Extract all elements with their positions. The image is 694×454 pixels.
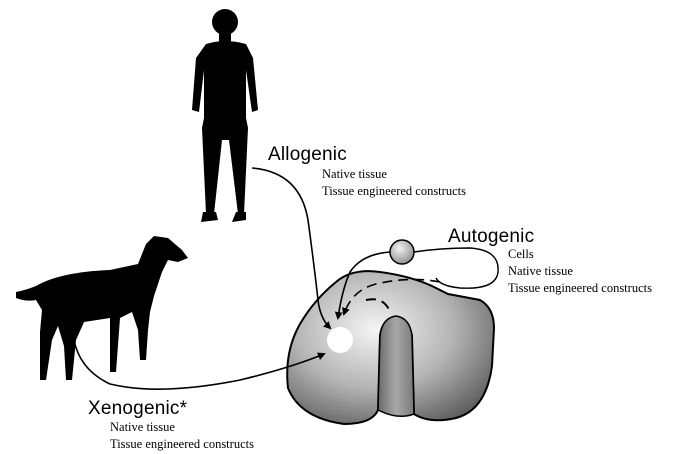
human-silhouette-icon [192,9,258,222]
allogenic-heading: Allogenic [268,144,347,166]
allogenic-label-group: Allogenic [268,144,347,166]
autogenic-item-constructs: Tissue engineered constructs [508,280,652,297]
autogenic-item-cells: Cells [508,246,652,263]
allogenic-arrow [252,168,330,328]
autogenic-item-native: Native tissue [508,263,652,280]
distal-femur-knee-icon [287,271,494,424]
allogenic-item-native: Native tissue [322,166,466,183]
goat-silhouette-icon [16,236,188,380]
xenogenic-label-group: Xenogenic* [88,398,187,420]
cell-sphere-icon [390,240,414,264]
xenogenic-heading: Xenogenic* [88,398,187,420]
allogenic-items: Native tissue Tissue engineered construc… [322,166,466,200]
autogenic-harvest-curve [414,248,498,288]
xenogenic-items: Native tissue Tissue engineered construc… [110,419,254,453]
allogenic-item-constructs: Tissue engineered constructs [322,183,466,200]
autogenic-label-group: Autogenic [448,226,534,248]
autogenic-items: Cells Native tissue Tissue engineered co… [508,246,652,297]
autogenic-heading: Autogenic [448,226,534,248]
xenogenic-item-constructs: Tissue engineered constructs [110,436,254,453]
cartilage-defect-icon [327,327,353,353]
xenogenic-item-native: Native tissue [110,419,254,436]
